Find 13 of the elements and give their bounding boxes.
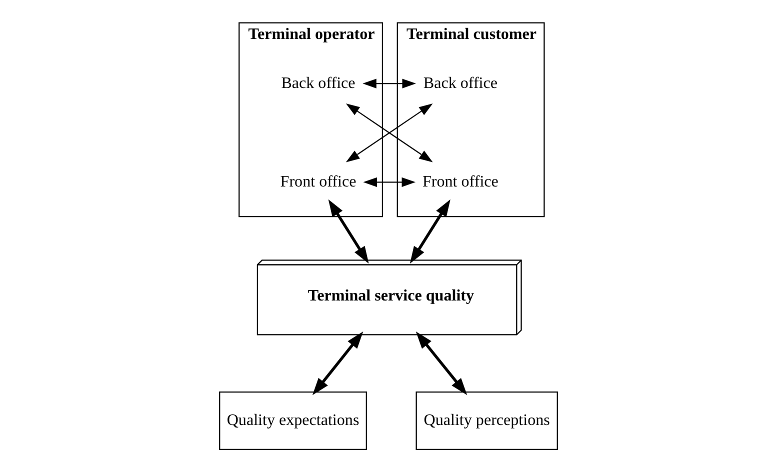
node-text: Back office — [422, 74, 498, 92]
node-text: Front office — [422, 172, 498, 190]
node-box: Quality perceptions — [415, 391, 558, 450]
node-box: Quality expectations — [218, 391, 366, 450]
arrow — [415, 331, 467, 395]
arrow — [345, 102, 432, 162]
arrow — [409, 198, 450, 264]
arrow — [328, 198, 368, 264]
arrow — [362, 176, 416, 186]
arrow — [362, 78, 416, 88]
node-text: Back office — [280, 74, 355, 92]
node-text: Front office — [280, 172, 356, 190]
arrow — [312, 331, 363, 395]
